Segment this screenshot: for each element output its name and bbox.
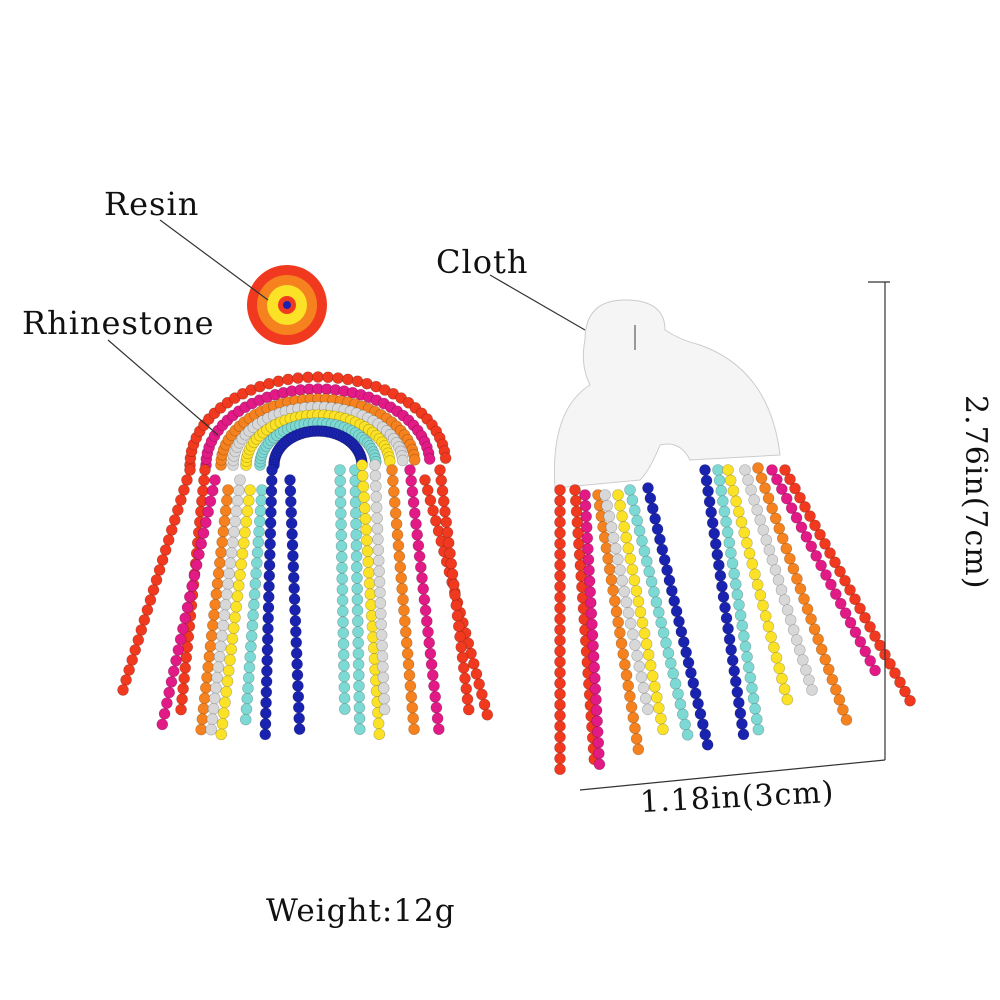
rhinestone-pointer-line [107,339,219,436]
back-fringe-strand-7 [642,482,714,751]
fringe-strand-2 [156,474,221,731]
fringe-strand-10 [349,464,366,736]
fringe-strand-7 [259,464,278,741]
rhinestone-label: Rhinestone [22,304,215,342]
fringe-strand-0 [117,464,196,696]
back-fringe-strand-11 [739,464,818,696]
arc-row-5 [254,417,382,471]
arc-row-0 [184,371,452,471]
arc-row-1 [200,383,436,471]
weight-label: Weight:12g [266,893,456,929]
back-fringe-strand-6 [624,484,694,741]
cloth-label: Cloth [436,243,529,281]
resin-label: Resin [104,185,200,223]
back-fringe-strand-4 [599,489,654,716]
fringe-strand-12 [369,459,391,716]
back-fringe-strand-5 [612,489,669,736]
back-earring [553,299,916,776]
resin-stud-disc [247,265,327,345]
fringe-strand-13 [386,464,420,736]
back-fringe-strand-3 [592,489,645,756]
back-fringe-strand-0 [554,484,566,776]
back-fringe-strand-13 [766,464,881,677]
back-fringe-strand-8 [699,464,750,741]
height-dimension-label: 2.76in(7cm) [958,395,993,590]
resin-pointer-line [159,219,269,301]
fringe-strand-5 [215,484,256,741]
cloth-pointer-line [489,274,586,331]
callout-lines [107,219,890,791]
fringe-strand-9 [334,464,351,715]
back-fringe-strand-14 [779,464,916,707]
arc-row-3 [227,401,409,471]
fringe-strand-14 [404,464,445,736]
fringe-strand-4 [205,474,246,736]
back-fringe-strand-12 [752,462,853,726]
front-earring [117,265,494,741]
back-fringe-strand-10 [722,464,794,706]
fringe-strand-16 [434,464,475,716]
width-dimension-line [579,759,886,791]
fringe-strand-6 [239,484,268,726]
cloth-backing [553,299,781,489]
fringe-strand-8 [284,474,306,735]
fringe-strand-11 [356,459,386,741]
back-fringe-strand-2 [579,489,606,771]
